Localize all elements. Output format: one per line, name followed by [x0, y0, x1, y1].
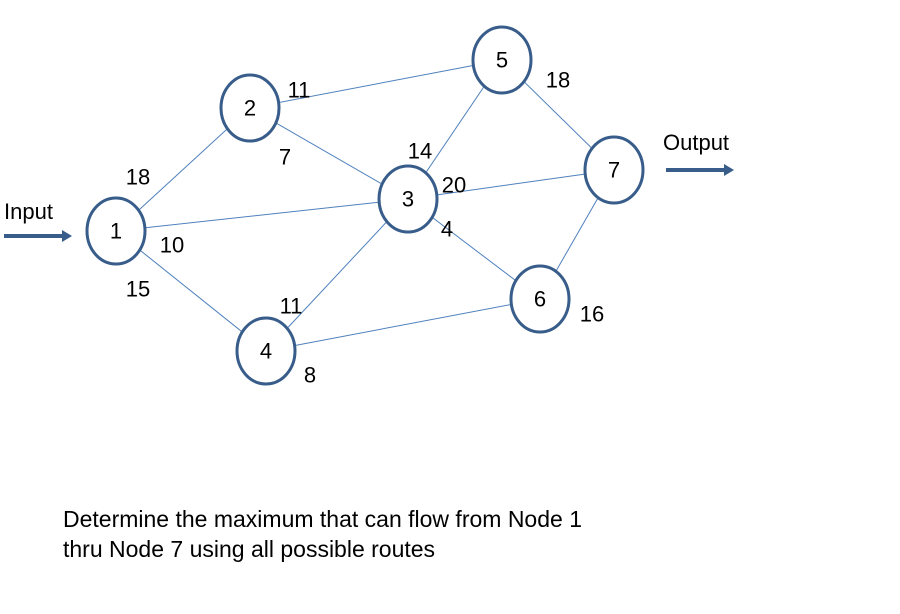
node-3: 3 [377, 164, 439, 234]
edge-4-6 [265, 298, 541, 352]
node-circle [377, 164, 439, 234]
node-label: 6 [534, 287, 546, 312]
node-4: 4 [235, 316, 297, 386]
question-line-2: thru Node 7 using all possible routes [63, 536, 436, 562]
node-1: 1 [85, 196, 147, 266]
edge-1-3 [115, 198, 409, 232]
capacity-label: 14 [408, 139, 432, 164]
capacity-label: 18 [126, 165, 150, 190]
output-label: Output [663, 130, 729, 155]
node-label: 3 [402, 187, 414, 212]
node-6: 6 [509, 264, 571, 334]
node-2: 2 [219, 73, 281, 143]
input-arrowhead [62, 230, 72, 242]
node-circle [85, 196, 147, 266]
capacity-label: 18 [546, 68, 570, 93]
node-label: 7 [608, 158, 620, 183]
node-label: 2 [244, 96, 256, 121]
edge-4-3 [265, 198, 409, 352]
edge-2-5 [249, 59, 503, 109]
node-label: 1 [110, 219, 122, 244]
capacity-label: 20 [442, 173, 466, 198]
node-circle [471, 25, 533, 95]
output-arrowhead [724, 164, 734, 176]
input-label: Input [4, 199, 53, 224]
capacity-label: 4 [441, 217, 453, 242]
edge-3-7 [407, 169, 615, 200]
capacity-label: 7 [279, 145, 291, 170]
capacity-label: 11 [288, 78, 311, 103]
capacity-label: 15 [126, 277, 150, 302]
node-circle [583, 135, 645, 205]
node-circle [509, 264, 571, 334]
capacity-label: 16 [580, 302, 604, 327]
node-circle [219, 73, 281, 143]
node-7: 7 [583, 135, 645, 205]
node-circle [235, 316, 297, 386]
node-label: 5 [496, 48, 508, 73]
question-line-1: Determine the maximum that can flow from… [63, 506, 582, 532]
capacity-label: 8 [304, 363, 316, 388]
capacity-labels-group: 18 10 15 11 7 14 20 4 11 8 18 16 [126, 68, 604, 388]
nodes-group: 1 2 3 4 5 6 7 [85, 25, 645, 386]
capacity-label: 11 [280, 294, 303, 319]
node-label: 4 [260, 339, 272, 364]
edge-1-4 [115, 230, 267, 352]
node-5: 5 [471, 25, 533, 95]
question-text: Determine the maximum that can flow from… [63, 504, 582, 564]
capacity-label: 10 [160, 233, 184, 258]
